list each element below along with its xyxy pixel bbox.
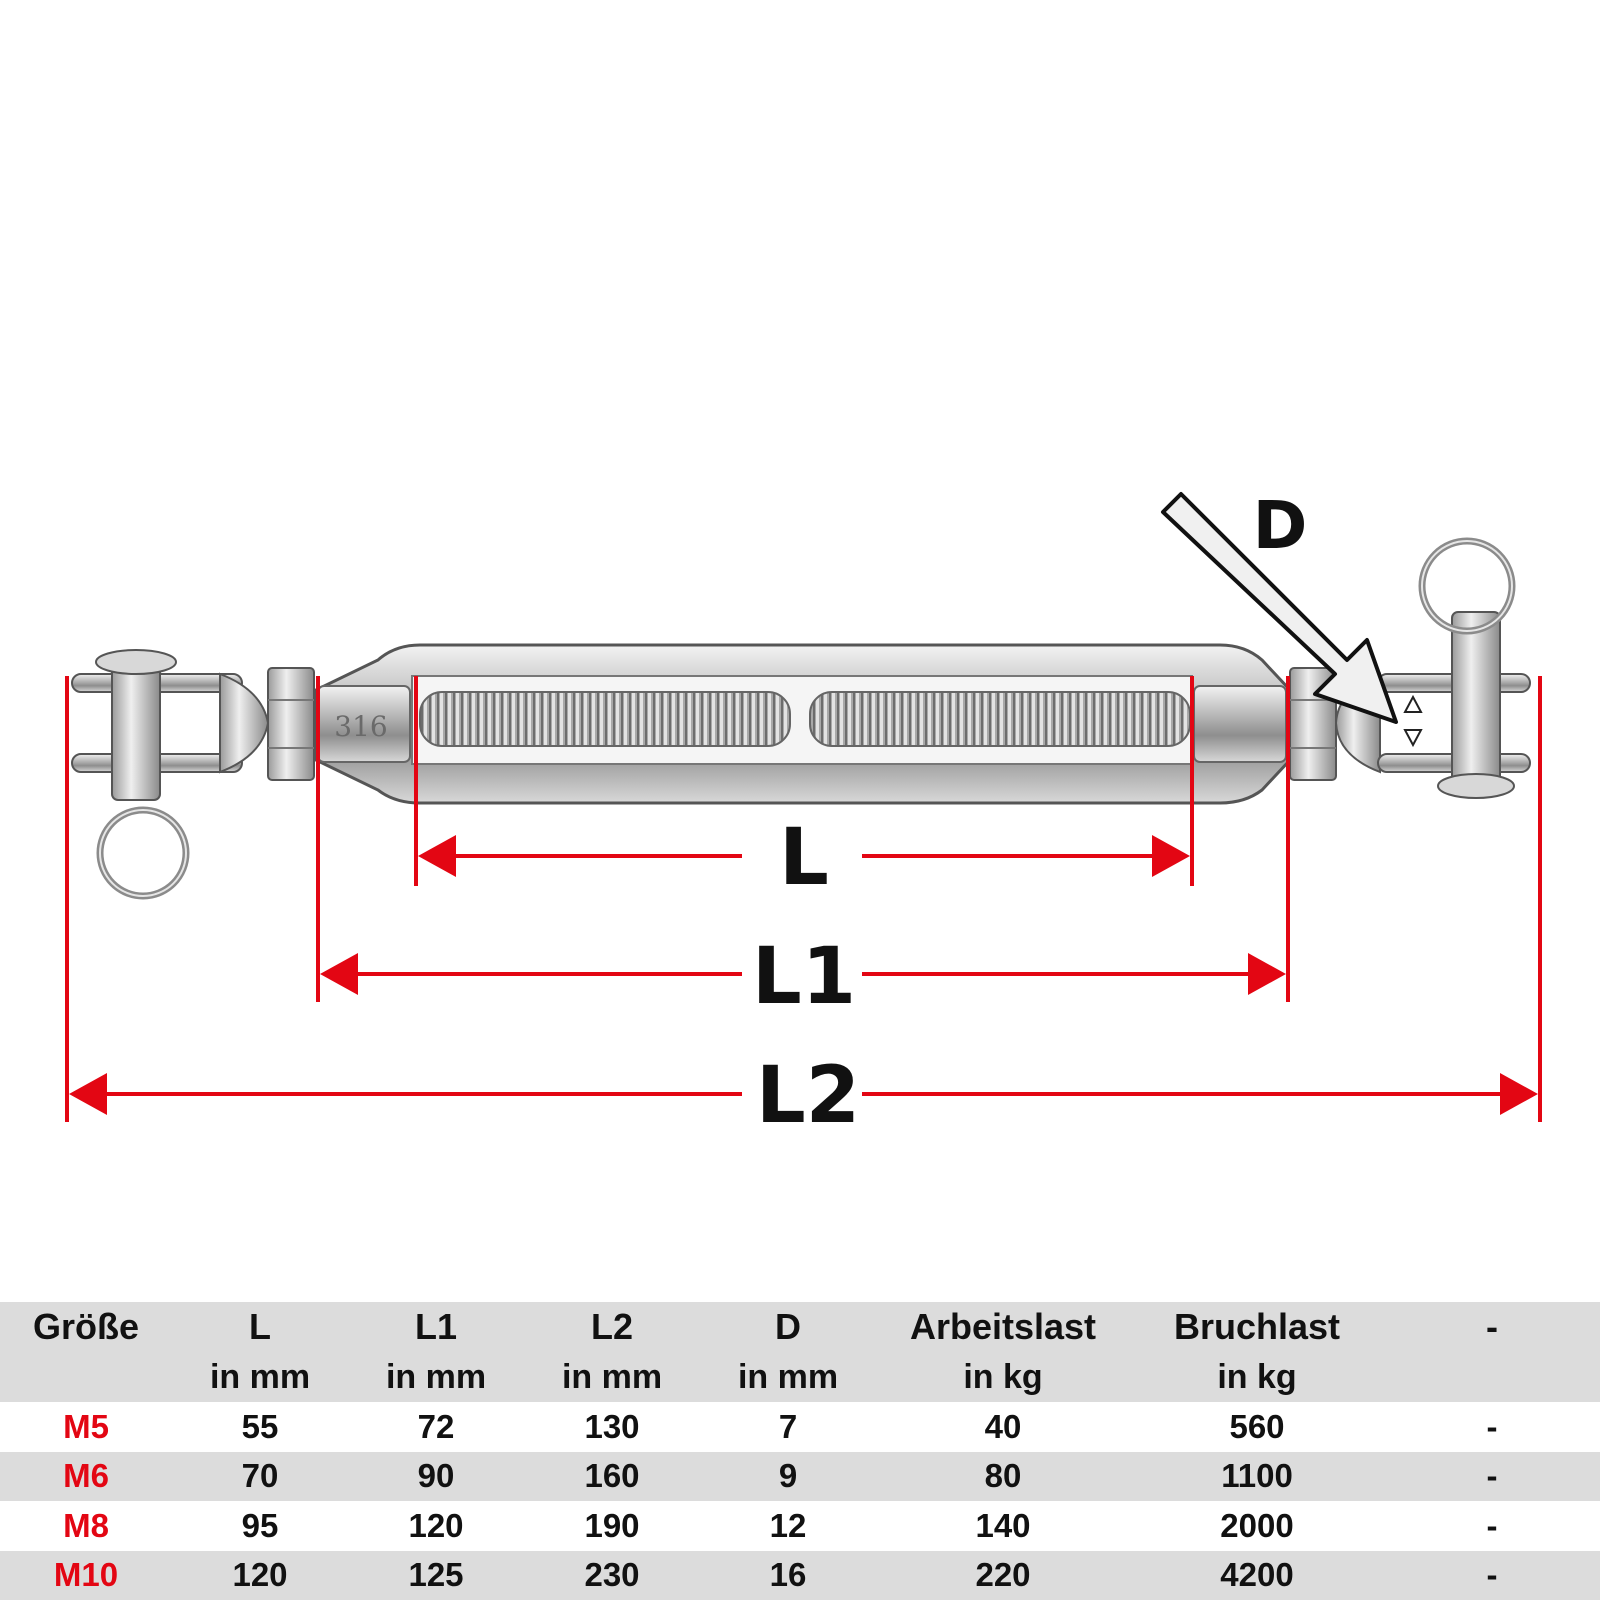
l1-right-arrowhead [1248, 953, 1286, 995]
cell-breaking-load: 1100 [1130, 1451, 1384, 1501]
cell-breaking-load: 4200 [1130, 1550, 1384, 1600]
cell-extra: - [1384, 1550, 1600, 1600]
table-row: M6 70 90 160 9 80 1100 - [0, 1451, 1600, 1501]
cell-working-load: 80 [876, 1451, 1130, 1501]
cell-l2: 160 [524, 1451, 700, 1501]
cell-l: 95 [172, 1501, 348, 1551]
cell-l1: 120 [348, 1501, 524, 1551]
l2-left-arrowhead [69, 1073, 107, 1115]
l1-label: L1 [752, 932, 856, 1022]
table-header-row-names: Größe L L1 L2 D Arbeitslast Bruchlast - [0, 1302, 1600, 1352]
table-row: M10 120 125 230 16 220 4200 - [0, 1550, 1600, 1600]
l-label: L [779, 813, 829, 903]
l-left-arrowhead [418, 835, 456, 877]
cell-d: 9 [700, 1451, 876, 1501]
cell-d: 12 [700, 1501, 876, 1551]
cell-d: 16 [700, 1550, 876, 1600]
l2-right-arrowhead [1500, 1073, 1538, 1115]
cell-l1: 125 [348, 1550, 524, 1600]
cell-l: 120 [172, 1550, 348, 1600]
cell-size: M10 [0, 1550, 172, 1600]
cell-l: 55 [172, 1402, 348, 1452]
d-label: D [1253, 487, 1308, 564]
cell-working-load: 140 [876, 1501, 1130, 1551]
cell-l2: 130 [524, 1402, 700, 1452]
header-size: Größe [0, 1302, 172, 1352]
header-working-load: Arbeitslast [876, 1302, 1130, 1352]
gap-down-marker [1403, 729, 1423, 748]
unit-l: in mm [172, 1352, 348, 1402]
table-row: M8 95 120 190 12 140 2000 - [0, 1501, 1600, 1551]
unit-l1: in mm [348, 1352, 524, 1402]
l1-left-arrowhead [320, 953, 358, 995]
unit-breaking-load: in kg [1130, 1352, 1384, 1402]
unit-size [0, 1352, 172, 1402]
cell-l2: 230 [524, 1550, 700, 1600]
cell-extra: - [1384, 1451, 1600, 1501]
table-header-row-units: in mm in mm in mm in mm in kg in kg [0, 1352, 1600, 1402]
header-d: D [700, 1302, 876, 1352]
cell-breaking-load: 2000 [1130, 1501, 1384, 1551]
l2-label: L2 [756, 1051, 860, 1141]
material-stamp: 316 [334, 710, 387, 743]
cell-l2: 190 [524, 1501, 700, 1551]
right-thread-rod [809, 691, 1191, 747]
cell-l1: 72 [348, 1402, 524, 1452]
cell-size: M6 [0, 1451, 172, 1501]
cell-breaking-load: 560 [1130, 1402, 1384, 1452]
l-right-arrowhead [1152, 835, 1190, 877]
header-extra: - [1384, 1302, 1600, 1352]
unit-l2: in mm [524, 1352, 700, 1402]
cell-size: M5 [0, 1402, 172, 1452]
spec-table: Größe L L1 L2 D Arbeitslast Bruchlast - … [0, 1302, 1600, 1600]
header-breaking-load: Bruchlast [1130, 1302, 1384, 1352]
cell-working-load: 40 [876, 1402, 1130, 1452]
cell-extra: - [1384, 1501, 1600, 1551]
unit-d: in mm [700, 1352, 876, 1402]
cell-l1: 90 [348, 1451, 524, 1501]
left-thread-rod [419, 691, 791, 747]
left-hex-nut [267, 667, 315, 781]
cell-l: 70 [172, 1451, 348, 1501]
header-l: L [172, 1302, 348, 1352]
cell-d: 7 [700, 1402, 876, 1452]
unit-working-load: in kg [876, 1352, 1130, 1402]
left-jaw [71, 649, 270, 900]
header-l2: L2 [524, 1302, 700, 1352]
cell-extra: - [1384, 1402, 1600, 1452]
dimension-lines [65, 676, 1542, 1122]
right-jaw [1334, 537, 1531, 799]
cell-working-load: 220 [876, 1550, 1130, 1600]
d-pointer-arrow [1161, 492, 1398, 724]
gap-up-marker [1403, 694, 1423, 713]
header-l1: L1 [348, 1302, 524, 1352]
turnbuckle-diagram: 316 D [65, 487, 1542, 1141]
cell-size: M8 [0, 1501, 172, 1551]
unit-extra [1384, 1352, 1600, 1402]
table-row: M5 55 72 130 7 40 560 - [0, 1402, 1600, 1452]
